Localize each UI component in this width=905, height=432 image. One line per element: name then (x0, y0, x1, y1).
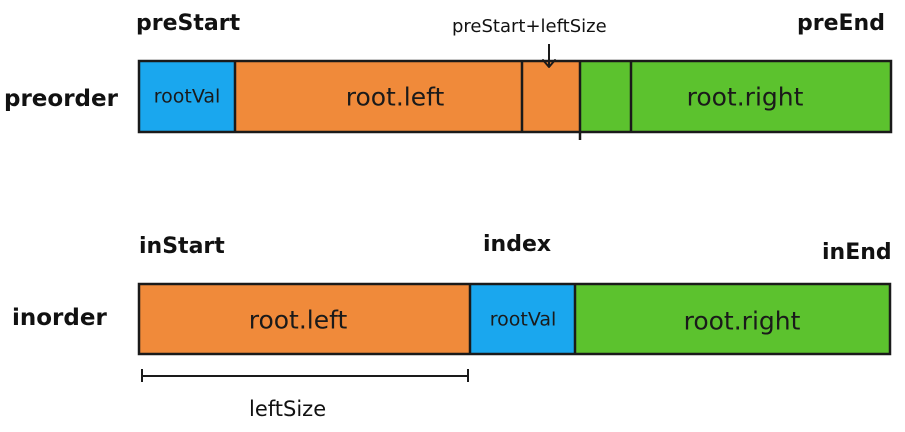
preorder-right-text: root.right (686, 82, 804, 112)
inorder-rootval-segment (470, 284, 575, 354)
left-size-label: leftSize (249, 397, 327, 421)
inorder-right-segment (575, 284, 890, 354)
preorder-bar-outline (137, 59, 893, 134)
preorder-row-label: preorder (4, 86, 118, 112)
inend-label: inEnd (822, 240, 892, 265)
preorder-rootval-text: rootVal (153, 85, 221, 108)
inorder-bar (137, 282, 892, 356)
inorder-rootval-text: rootVal (489, 308, 557, 331)
inorder-left-text: root.left (248, 305, 348, 335)
preorder-rootval-segment (139, 61, 235, 132)
inorder-right-text: root.right (683, 306, 801, 336)
prestart-plus-leftsize-label: preStart+leftSize (452, 16, 607, 37)
preorder-bar (137, 59, 893, 140)
instart-label: inStart (139, 234, 225, 259)
inorder-row-label: inorder (12, 305, 107, 331)
preend-label: preEnd (797, 11, 885, 36)
prestart-label: preStart (136, 11, 241, 36)
index-label: index (483, 232, 552, 257)
preorder-left-text: root.left (345, 82, 445, 112)
left-size-bracket (141, 369, 469, 382)
inorder-bar-outline (137, 282, 892, 356)
inorder-left-segment (139, 284, 470, 354)
prestart-leftsize-arrow (542, 44, 556, 68)
